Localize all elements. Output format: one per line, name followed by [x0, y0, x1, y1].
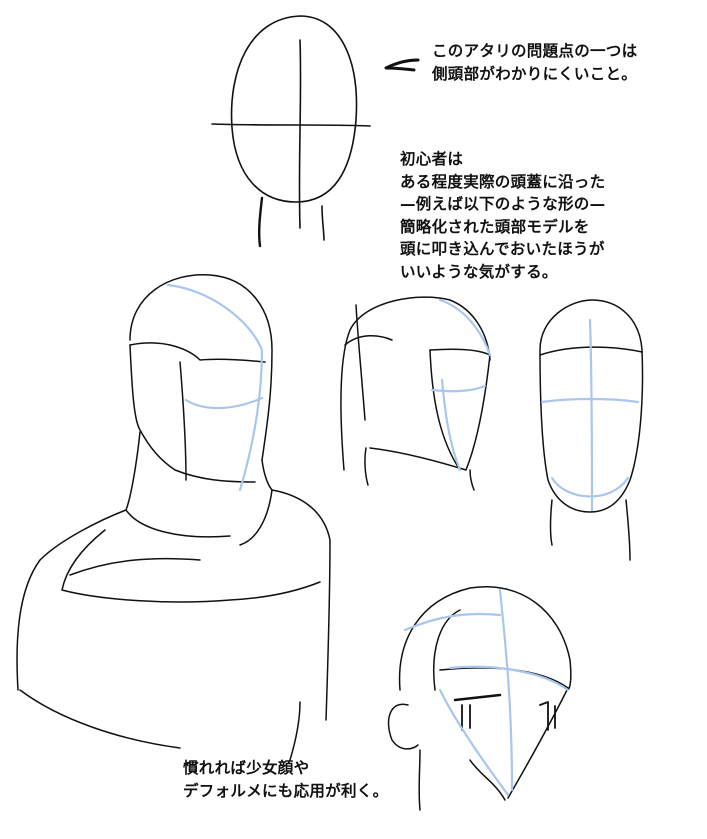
note-bottom: 慣れれば少女顔や デフォルメにも応用が利く。	[183, 757, 388, 802]
egg-head-sketch	[211, 15, 371, 248]
note-top: このアタリの問題点の一つは 側頭部がわかりにくいこと。	[432, 40, 637, 85]
note-line: —例えば以下のような形の—	[400, 195, 606, 213]
note-line: いいような気がする。	[400, 262, 558, 281]
note-line: デフォルメにも応用が利く。	[183, 781, 389, 800]
head-model-front-sketch	[539, 299, 644, 561]
note-line: このアタリの問題点の一つは	[432, 42, 638, 60]
note-line: 頭に叩き込んでおいたほうが	[400, 240, 605, 258]
arrow-icon	[384, 58, 420, 72]
note-line: 側頭部がわかりにくいこと。	[432, 64, 638, 83]
note-line: ある程度実際の頭蓋に沿った	[400, 172, 606, 191]
note-line: 簡略化された頭部モデルを	[400, 217, 590, 236]
note-line: 慣れれば少女顔や	[183, 759, 310, 777]
note-middle: 初心者は ある程度実際の頭蓋に沿った —例えば以下のような形の— 簡略化された頭…	[400, 148, 605, 283]
girl-face-sketch	[387, 586, 572, 811]
note-line: 初心者は	[400, 150, 464, 168]
head-model-side-sketch	[340, 296, 492, 491]
head-model-with-torso-sketch	[16, 274, 331, 761]
